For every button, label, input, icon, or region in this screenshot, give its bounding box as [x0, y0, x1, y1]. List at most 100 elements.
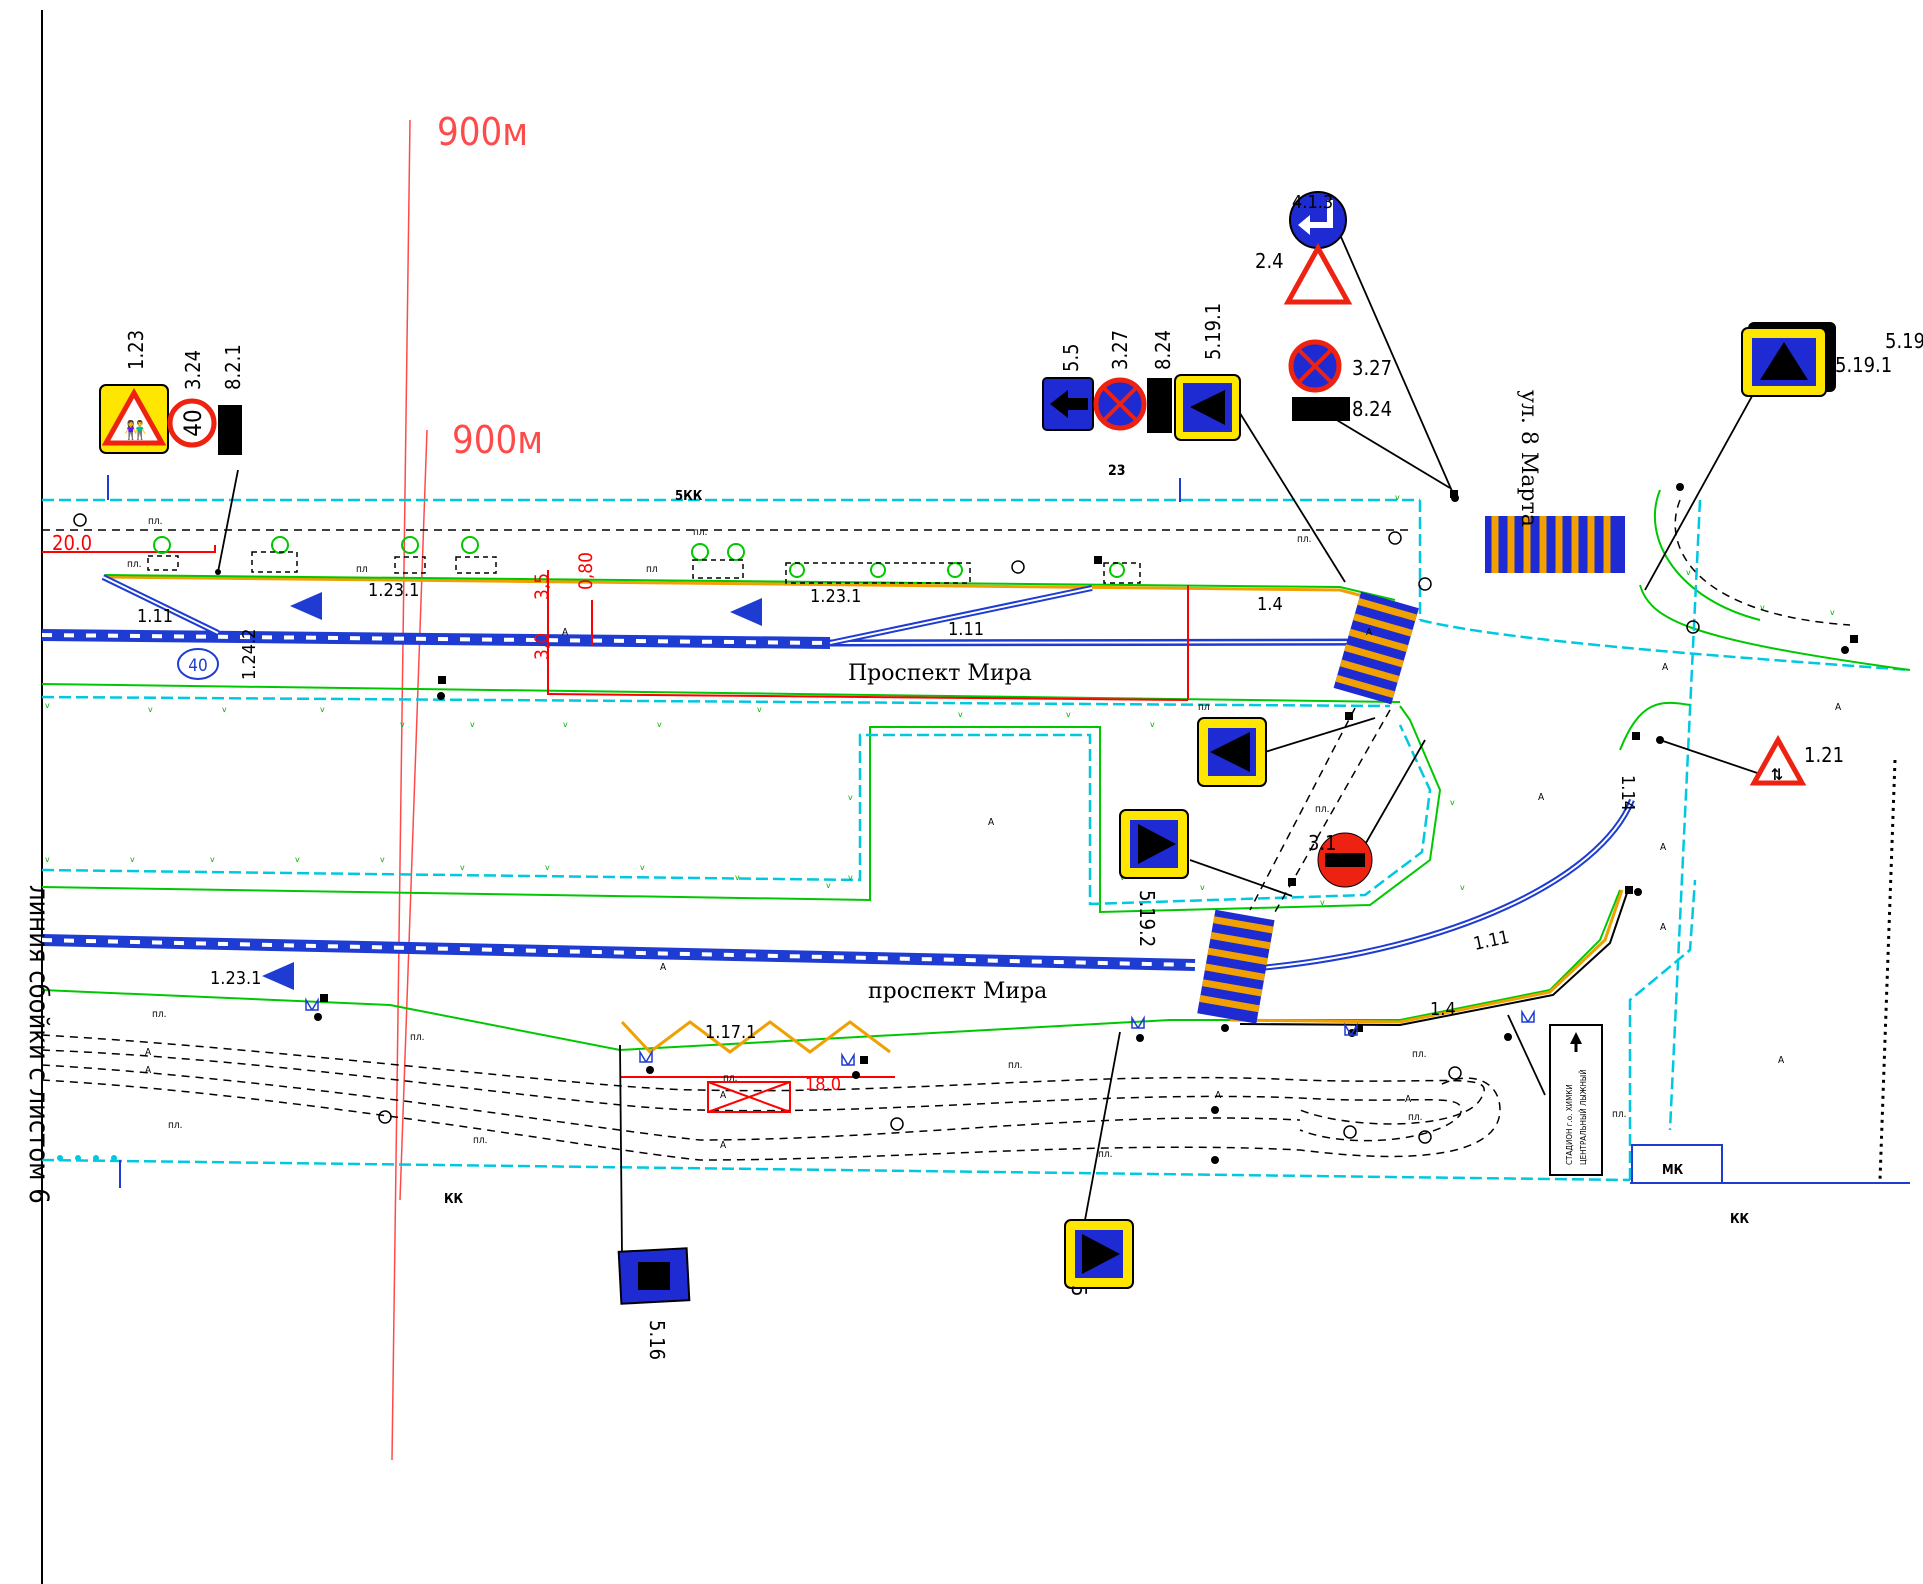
svg-text:ᵥ: ᵥ — [1066, 705, 1071, 721]
svg-text:А: А — [720, 1090, 727, 1101]
distance-line-a — [391, 119, 411, 1461]
distance-line-b — [399, 429, 428, 1201]
svg-text:ᵥ: ᵥ — [848, 868, 853, 884]
svg-text:ᵥ: ᵥ — [45, 696, 50, 712]
svg-text:ᵥ: ᵥ — [1200, 878, 1205, 894]
svg-text:пл.: пл. — [1315, 804, 1330, 815]
svg-text:А: А — [1662, 662, 1669, 673]
marking-label: 1.14 — [1617, 775, 1638, 811]
svg-text:пл.: пл. — [473, 1135, 488, 1146]
svg-text:ᵥ: ᵥ — [848, 788, 853, 804]
svg-text:ᵥ: ᵥ — [640, 858, 645, 874]
marking-label: 1.23.1 — [810, 586, 862, 607]
zigzag-marking — [620, 1020, 891, 1055]
svg-text:ᵥ: ᵥ — [1150, 715, 1155, 731]
svg-text:ᵥ: ᵥ — [320, 700, 325, 716]
svg-text:А: А — [1538, 792, 1545, 803]
svg-text:23: 23 — [1108, 463, 1126, 479]
dimension-20 — [42, 545, 216, 553]
utility-label: КК — [444, 1192, 464, 1207]
plate-sign-icon — [1147, 378, 1172, 433]
svg-text:пл.: пл. — [723, 1073, 738, 1084]
svg-text:ᵥ: ᵥ — [1450, 793, 1455, 809]
lane-marking-upper — [41, 629, 831, 649]
svg-text:ᵥ: ᵥ — [148, 700, 153, 716]
plate-sign-icon — [1292, 397, 1350, 421]
svg-text:3.27: 3.27 — [1352, 356, 1392, 380]
svg-text:А: А — [660, 962, 667, 973]
curve-marking — [1259, 798, 1635, 971]
sign-pointers — [217, 229, 1773, 1256]
svg-text:1.23: 1.23 — [124, 330, 148, 370]
svg-text:А: А — [1660, 842, 1667, 853]
svg-text:18.0: 18.0 — [805, 1074, 841, 1095]
svg-text:ᵥ: ᵥ — [1686, 563, 1691, 579]
svg-text:А: А — [720, 1140, 727, 1151]
svg-text:пл.: пл. — [1612, 1109, 1627, 1120]
svg-text:3,0: 3,0 — [531, 633, 553, 660]
svg-text:8.24: 8.24 — [1352, 397, 1392, 421]
svg-text:ᵥ: ᵥ — [380, 850, 385, 866]
lane-arrow — [290, 592, 322, 620]
marking-label: 1.24.2 — [239, 629, 260, 681]
traffic-light-icon — [305, 997, 1535, 1066]
street-name-main: проспект Мира — [868, 979, 1047, 1004]
svg-text:пл.: пл. — [1412, 1049, 1427, 1060]
sheet-note: линия сбойки с листом 6 — [23, 885, 54, 1204]
svg-text:ᵥ: ᵥ — [222, 700, 227, 716]
marking-label: 1.17.1 — [705, 1022, 757, 1043]
median-island — [41, 705, 1442, 914]
manhole-icon — [73, 513, 1700, 1144]
two-way-traffic-sign-icon — [1749, 734, 1807, 786]
svg-text:ᵥ: ᵥ — [958, 705, 963, 721]
svg-text:ᵥ: ᵥ — [1460, 878, 1465, 894]
svg-text:А: А — [1778, 1055, 1785, 1066]
svg-text:3,5: 3,5 — [531, 573, 553, 600]
svg-text:5.5: 5.5 — [1059, 343, 1083, 372]
svg-text:А: А — [1660, 922, 1667, 933]
svg-text:пл.: пл. — [127, 559, 142, 570]
svg-text:5: 5 — [1067, 1285, 1091, 1296]
svg-text:ᵥ: ᵥ — [735, 868, 740, 884]
crosswalk — [1333, 591, 1419, 705]
svg-text:А: А — [1215, 1090, 1222, 1101]
svg-text:👫: 👫 — [124, 419, 146, 441]
svg-text:пл: пл — [646, 564, 658, 575]
svg-text:5.19.1: 5.19.1 — [1835, 353, 1892, 377]
marking-label: 1.23.1 — [368, 580, 420, 601]
street-name-side: ул. 8 Марта — [1516, 390, 1541, 527]
svg-text:пл.: пл. — [1408, 1112, 1423, 1123]
svg-text:А: А — [1366, 627, 1373, 638]
svg-text:8.24: 8.24 — [1151, 330, 1175, 370]
svg-text:ᵥ: ᵥ — [45, 850, 50, 866]
svg-text:5.16: 5.16 — [645, 1320, 669, 1360]
marking-label: 1.23.1 — [210, 968, 262, 989]
svg-text:пл.: пл. — [693, 527, 708, 538]
svg-text:пл.: пл. — [148, 516, 163, 527]
svg-text:пл.: пл. — [410, 1032, 425, 1043]
svg-text:ᵥ: ᵥ — [563, 715, 568, 731]
svg-text:ᵥ: ᵥ — [1395, 488, 1400, 504]
svg-text:5.19.1: 5.19.1 — [1201, 303, 1225, 360]
svg-text:20.0: 20.0 — [52, 531, 92, 555]
svg-text:0,80: 0,80 — [575, 552, 597, 590]
plate-sign-icon — [218, 405, 242, 455]
svg-text:5.19: 5.19 — [1885, 329, 1923, 353]
svg-text:ЦЕНТРАЛЬНЫЙ ЛЫЖНЫЙ: ЦЕНТРАЛЬНЫЙ ЛЫЖНЫЙ — [1577, 1069, 1588, 1165]
speed-limit-sign-icon — [167, 398, 217, 448]
svg-text:А: А — [145, 1065, 152, 1076]
svg-text:СТАДИОН г.о. ХИМКИ: СТАДИОН г.о. ХИМКИ — [1565, 1084, 1574, 1165]
svg-text:пл: пл — [356, 564, 368, 575]
marking-label: 1.11 — [1472, 927, 1512, 955]
svg-text:3.24: 3.24 — [181, 350, 205, 390]
svg-text:ᵥ: ᵥ — [1760, 598, 1765, 614]
sign-post-icon — [215, 483, 1849, 1164]
svg-text:А: А — [1835, 702, 1842, 713]
svg-text:А: А — [145, 1047, 152, 1058]
svg-text:3.27: 3.27 — [1108, 330, 1132, 370]
svg-text:ᵥ: ᵥ — [400, 715, 405, 731]
svg-text:2.4: 2.4 — [1255, 249, 1284, 273]
road-edge-upper — [104, 574, 1396, 601]
